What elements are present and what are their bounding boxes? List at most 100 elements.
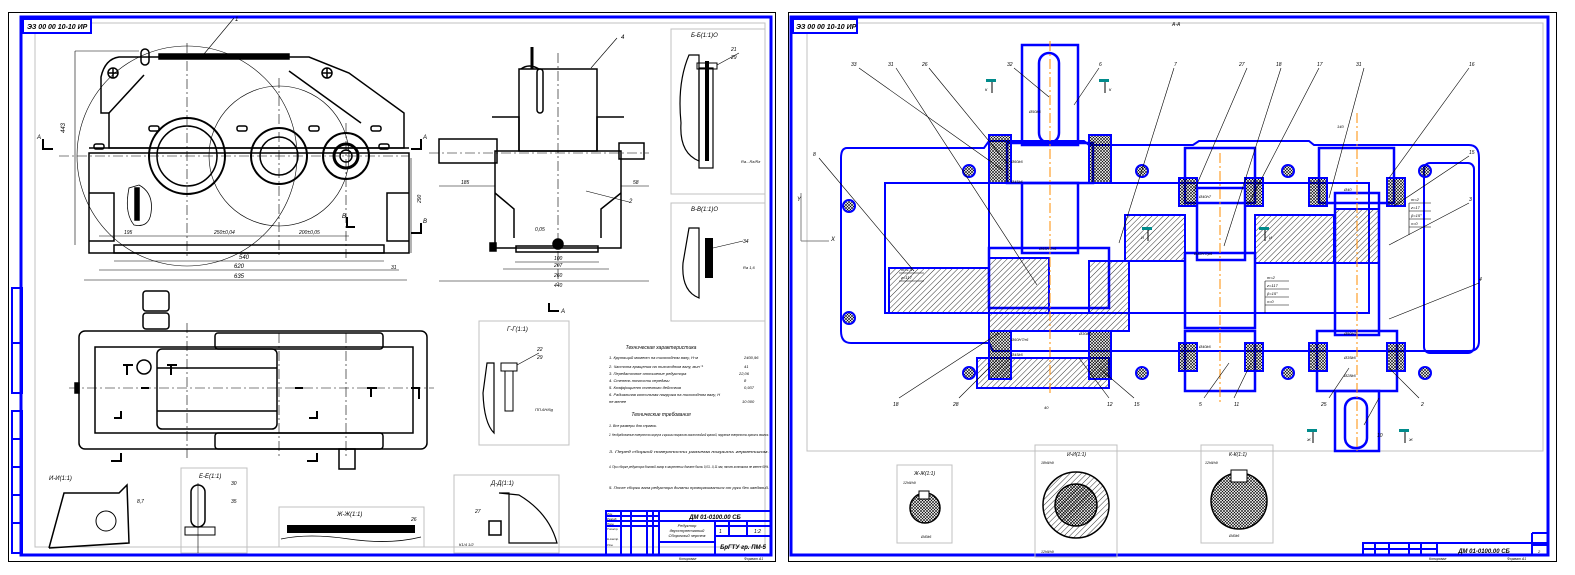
title-block bbox=[605, 510, 772, 556]
spec-value: 0,937 bbox=[744, 385, 755, 390]
section-mark: К bbox=[985, 87, 988, 92]
detail-label: 26 bbox=[410, 517, 417, 523]
section-dim: Ø40k6 bbox=[920, 535, 931, 539]
spec-line: 1. Крутящий момент на тихоходном валу, Н… bbox=[609, 355, 698, 360]
detail-view-d: Д-Д(1:1) 27 К1/4 1/2 bbox=[453, 474, 560, 554]
corner-stamp-box bbox=[22, 18, 92, 34]
detail-title: Г-Г(1:1) bbox=[507, 327, 528, 333]
leader-label: 33 bbox=[851, 62, 857, 68]
plan-view-centerlines bbox=[69, 323, 434, 458]
footer-format: Формат А1 bbox=[744, 557, 763, 561]
title-block-org: БрГТУ гр. ПМ-5 bbox=[720, 545, 767, 551]
dim-label: 250±0,04 bbox=[213, 230, 235, 236]
title-block-sheet: 1 bbox=[719, 529, 722, 535]
sheet-frame bbox=[19, 15, 773, 557]
centerlines bbox=[1049, 41, 1358, 451]
leader-lines bbox=[818, 67, 1480, 426]
detail-label: 29 bbox=[536, 355, 543, 361]
leader-label: 12 bbox=[1107, 402, 1113, 408]
detail-note: Ra 1,6 bbox=[743, 265, 756, 270]
section-mark: А bbox=[36, 135, 41, 141]
front-view-dimensions bbox=[74, 17, 412, 281]
title-block-name: Сборочный чертеж bbox=[669, 533, 706, 538]
leader-label: 25 bbox=[1320, 402, 1327, 408]
gear-param: m=2 bbox=[1267, 275, 1276, 280]
section-mark: К bbox=[1109, 87, 1112, 92]
detail-view-b: Б-Б(1:1)O 21 29 Ra...Rz/Rz bbox=[670, 28, 766, 195]
spec-line: 6. Радиальная консольная нагрузка на тих… bbox=[609, 392, 720, 397]
requirements-title: Технические требования bbox=[631, 412, 691, 418]
requirement-line: 3. Перед сборкой поверхности разъема пок… bbox=[609, 450, 769, 454]
section-marker-stems bbox=[991, 82, 1406, 443]
gear-param: z=17 bbox=[1410, 205, 1421, 210]
leader-label: 15 bbox=[1469, 150, 1475, 156]
fit-label: Ø60k6 bbox=[1010, 159, 1024, 164]
fit-labels: Ø50k6 Ø60k6 Ø45k6 Ø65H7/r6 Ø60H7/r6 Ø45k… bbox=[1010, 109, 1357, 410]
detail-title: Д-Д(1:1) bbox=[490, 481, 514, 487]
section-dim: 12h9/h9 bbox=[1041, 550, 1054, 554]
section-title: А-А bbox=[1171, 22, 1181, 28]
detail-label: 29 bbox=[730, 55, 737, 61]
dim-label: 260 bbox=[553, 273, 563, 279]
requirement-line: 1. Все размеры для справок. bbox=[609, 424, 657, 428]
section-dim: 18h9/h9 bbox=[1041, 461, 1054, 465]
title-block-designation: ДМ 01-0100.00 СБ bbox=[1457, 549, 1510, 555]
title-block-row: Н.контр. bbox=[607, 537, 619, 541]
fit-label: Ø42H7/p6 bbox=[1193, 251, 1213, 256]
fit-label: Ø65H7/r6 bbox=[1038, 246, 1057, 251]
dim-label: 620 bbox=[234, 264, 245, 270]
section-mark-arrow bbox=[548, 303, 559, 312]
technical-specs: Техническая характеристика 1. Крутящий м… bbox=[608, 345, 759, 404]
section-mark: Ж bbox=[1408, 437, 1413, 442]
fit-label: 140 bbox=[1337, 124, 1344, 129]
fit-label: Ø45k6 bbox=[1010, 179, 1024, 184]
spec-line: не менее bbox=[609, 399, 627, 404]
spec-value: 10 000 bbox=[742, 399, 755, 404]
title-block-sheet: 2 bbox=[1537, 549, 1541, 554]
gear-param: x=0 bbox=[1410, 221, 1418, 226]
detail-label: 8,7 bbox=[137, 499, 144, 505]
shaft-section-i: И-И(1:1) 18h9/h9 12h9/h9 bbox=[1034, 444, 1118, 558]
section-title: К-К(1:1) bbox=[1229, 452, 1247, 458]
dim-label: 290 bbox=[417, 194, 423, 204]
title-block-row: Изм. bbox=[607, 512, 613, 516]
leader-label: 3 bbox=[1469, 197, 1472, 203]
title-block-scale: 1:2 bbox=[754, 529, 761, 535]
requirement-line: 5. После сборки вала редуктора должны пр… bbox=[609, 486, 769, 490]
fit-label: Ø45k6 bbox=[1010, 352, 1024, 357]
detail-view-i: И-И(1:1) 8,7 bbox=[48, 476, 144, 549]
corner-stamp: ЭЗ 00 00 10-10 ИР bbox=[796, 24, 857, 31]
drawing-sheet-right: ЭЗ 00 00 10-10 ИР А-А bbox=[788, 12, 1557, 562]
leader-label: 15 bbox=[1134, 402, 1140, 408]
section-title: Ж-Ж(1:1) bbox=[913, 471, 935, 477]
spec-line: 3. Передаточное отношение редуктора bbox=[609, 371, 687, 376]
leader-labels: 33 31 26 32 6 7 27 18 17 31 16 15 3 4 8 … bbox=[813, 62, 1482, 439]
detail-view-g: Г-Г(1:1) 22 29 ПП-6Н/6g bbox=[478, 320, 570, 446]
dim-label: 200±0,05 bbox=[298, 230, 320, 236]
side-stamps bbox=[11, 287, 23, 554]
fit-label: Ø30k6 bbox=[1078, 331, 1092, 336]
front-view-centerlines bbox=[59, 43, 409, 258]
fit-label: Ø40k6 bbox=[1198, 344, 1212, 349]
fit-label: Ø28k6 bbox=[1343, 373, 1357, 378]
spec-line: 2. Частота вращения на тихоходном валу, … bbox=[608, 364, 704, 369]
technical-requirements: Технические требования 1. Все размеры дл… bbox=[608, 412, 769, 490]
leader-label: 17 bbox=[1317, 62, 1323, 68]
title-block-row: Пров. bbox=[607, 522, 615, 526]
footer-copied: Копировал bbox=[1429, 557, 1446, 561]
title-block-designation: ДМ 01-0100.00 СБ bbox=[688, 515, 741, 521]
sheet-frame bbox=[789, 15, 1550, 557]
drawing-sheet-left: ЭЗ 00 00 10-10 ИР bbox=[8, 12, 776, 562]
spec-value: 41 bbox=[744, 364, 748, 369]
leader-label: 32 bbox=[1007, 62, 1013, 68]
bearings bbox=[988, 134, 1406, 380]
detail-note: К1/4 1/2 bbox=[459, 542, 474, 547]
leader-label: 28 bbox=[952, 402, 959, 408]
axis-label-y: Y bbox=[797, 197, 802, 203]
dim-label: 540 bbox=[239, 255, 250, 261]
leader-label: 31 bbox=[888, 62, 894, 68]
dim-label: 195 bbox=[124, 230, 133, 236]
detail-view-e: Е-Е(1:1) 30 35 bbox=[180, 467, 248, 554]
section-mark: В bbox=[423, 219, 427, 225]
requirement-line: 2. Необработанные поверхности корпуса и … bbox=[608, 433, 769, 437]
